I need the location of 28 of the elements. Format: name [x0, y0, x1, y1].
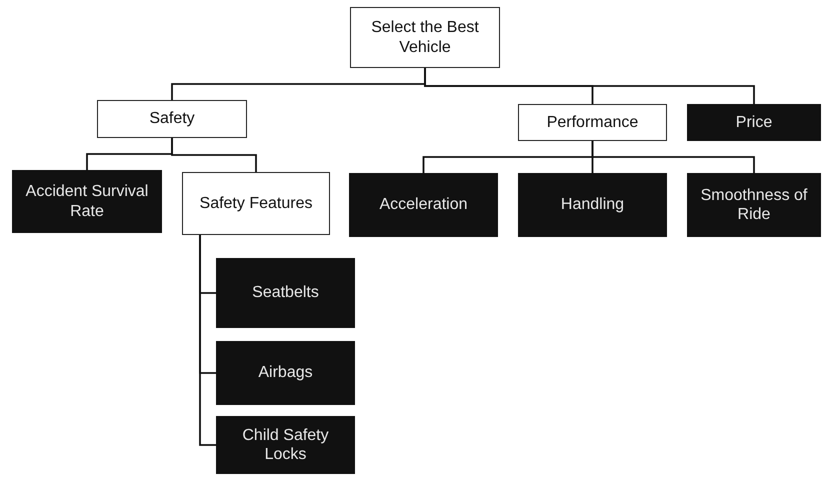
node-label: Seatbelts	[251, 283, 320, 303]
node-label: Handling	[560, 195, 626, 215]
category-box	[518, 104, 667, 141]
node-label: Safety	[148, 109, 196, 129]
connector-line	[171, 138, 257, 172]
category-box	[518, 173, 667, 237]
node-label: Smoothness of Ride	[700, 186, 808, 224]
node-label: Performance	[546, 112, 640, 132]
connector-line	[424, 68, 755, 104]
node-label: Child Safety Locks	[241, 426, 330, 464]
category-box	[12, 170, 162, 233]
category-box	[182, 172, 330, 235]
category-box	[97, 100, 247, 138]
node-label: Airbags	[257, 363, 314, 383]
category-box	[687, 104, 821, 141]
node-label: Accident Survival Rate	[24, 182, 150, 221]
category-box	[216, 258, 355, 328]
category-box	[350, 7, 500, 68]
node-label: Acceleration	[378, 195, 469, 215]
connector-line	[199, 235, 216, 446]
node-label: Price	[734, 112, 774, 132]
node-label: Safety Features	[198, 194, 314, 214]
connector-line	[592, 141, 755, 173]
category-box	[349, 173, 498, 237]
node-label: Select the Best Vehicle	[370, 18, 480, 57]
category-box	[216, 341, 355, 405]
category-box	[687, 173, 821, 237]
category-box	[216, 416, 355, 474]
